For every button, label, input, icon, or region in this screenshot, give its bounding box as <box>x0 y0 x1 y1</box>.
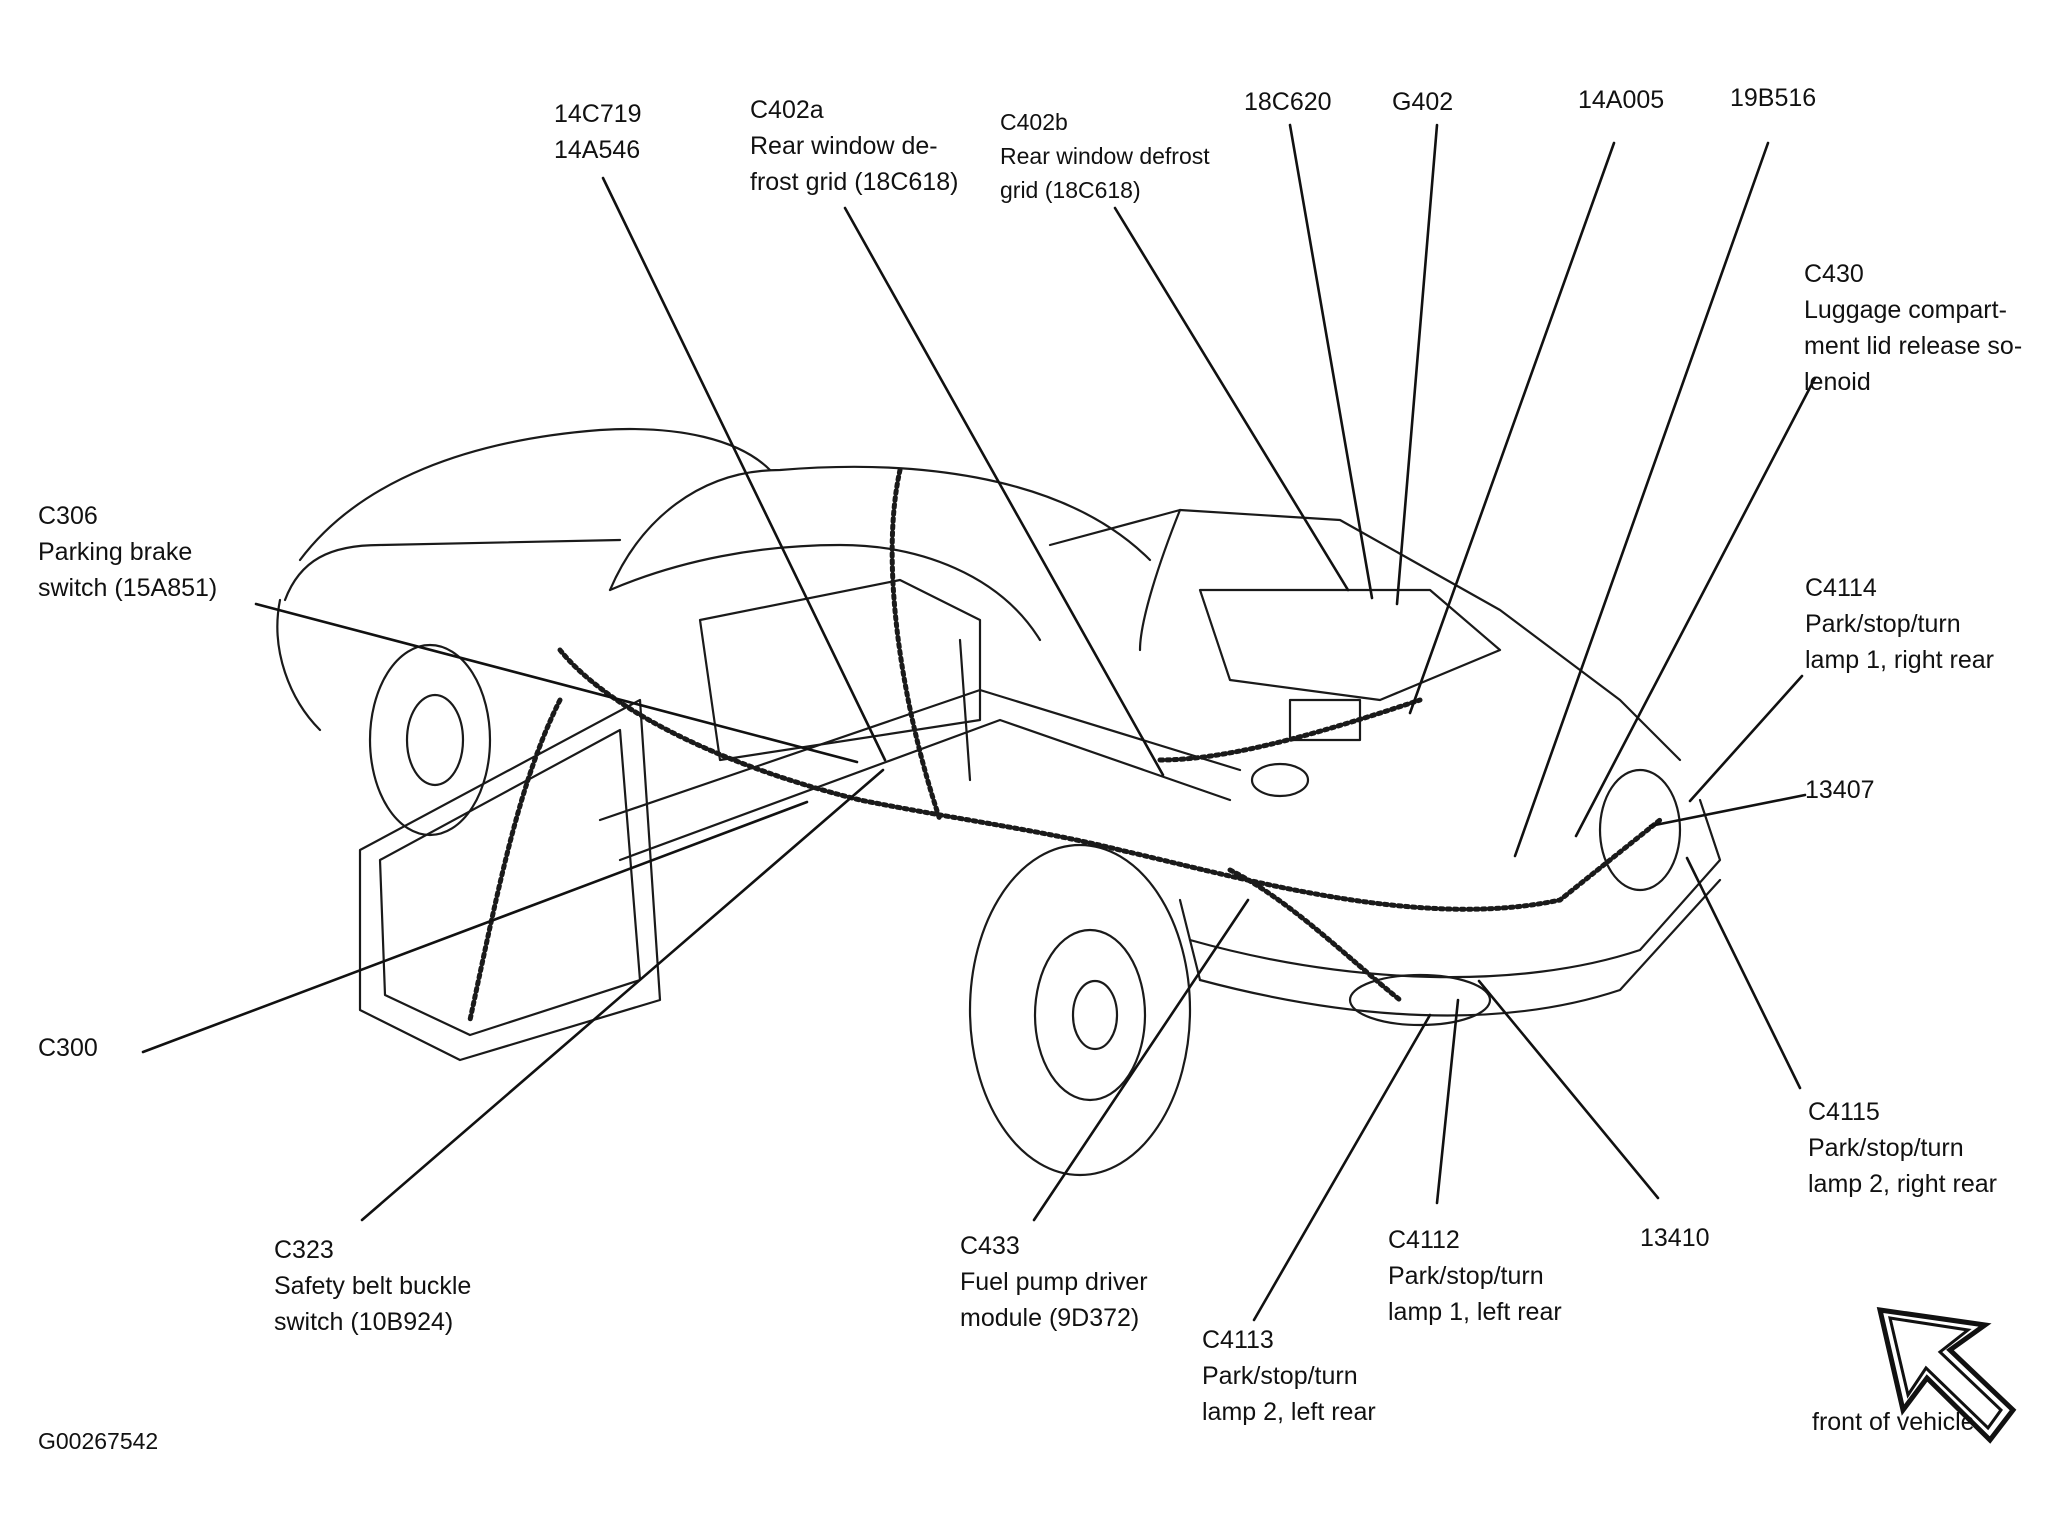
callout-c430: C430 Luggage compart- ment lid release s… <box>1804 256 2022 400</box>
callout-14a005: 14A005 <box>1578 82 1664 118</box>
callout-code: 19B516 <box>1730 84 1817 112</box>
callout-description: Park/stop/turn lamp 1, right rear <box>1805 610 1994 674</box>
callout-description: Rear window de- frost grid (18C618) <box>750 132 959 196</box>
callout-code: C4112 <box>1388 1226 1460 1254</box>
leader-18c620 <box>1288 123 1374 600</box>
arrow-up-left-icon <box>1876 1307 2017 1444</box>
front-of-vehicle-caption: front of vehicle <box>1812 1408 1975 1436</box>
callout-code: 18C620 <box>1244 88 1332 116</box>
callout-code: 14C719 14A546 <box>554 100 642 164</box>
callout-c402a: C402a Rear window de- frost grid (18C618… <box>750 92 958 200</box>
callout-description: Safety belt buckle switch (10B924) <box>274 1272 472 1336</box>
callout-c4115: C4115 Park/stop/turn lamp 2, right rear <box>1808 1094 1997 1202</box>
callout-c300: C300 <box>38 1030 98 1066</box>
leader-13410 <box>1477 979 1660 1200</box>
callout-c433: C433 Fuel pump driver module (9D372) <box>960 1228 1148 1336</box>
leader-14c719 <box>601 176 887 762</box>
leader-13407 <box>1648 793 1807 828</box>
harness-main <box>557 647 1663 912</box>
leader-c402b <box>1113 206 1350 592</box>
rear-bumper <box>1198 878 1722 1017</box>
callout-c4113: C4113 Park/stop/turn lamp 2, left rear <box>1202 1322 1376 1430</box>
callout-code: C4114 <box>1805 574 1877 602</box>
callout-description: Luggage compart- ment lid release so- le… <box>1804 296 2023 396</box>
harness-rear <box>1227 867 1403 1003</box>
callout-description: Park/stop/turn lamp 1, left rear <box>1388 1262 1562 1326</box>
callout-c4112: C4112 Park/stop/turn lamp 1, left rear <box>1388 1222 1562 1330</box>
callout-description: Fuel pump driver module (9D372) <box>960 1268 1148 1332</box>
open-door <box>358 698 662 1062</box>
callout-code: 13410 <box>1640 1224 1710 1252</box>
harness-pillar <box>889 467 943 823</box>
figure-id: G00267542 <box>38 1428 159 1454</box>
callout-code: C430 <box>1804 260 1864 288</box>
leader-g402 <box>1395 123 1439 606</box>
leader-c323 <box>360 768 885 1222</box>
callout-code: C323 <box>274 1236 334 1264</box>
harness-trunk <box>1157 697 1423 763</box>
rear-seat <box>698 578 982 762</box>
callout-13410: 13410 <box>1640 1220 1710 1256</box>
callout-19b516: 19B516 <box>1730 80 1816 116</box>
callout-c402b: C402b Rear window defrost grid (18C618) <box>1000 105 1210 207</box>
leader-c402a <box>843 206 1165 777</box>
callout-18c620: 18C620 <box>1244 84 1332 120</box>
callout-code: 14A005 <box>1578 86 1665 114</box>
leader-c4112 <box>1435 998 1460 1205</box>
rear-wheel <box>968 843 1192 1177</box>
callout-description: Rear window defrost grid (18C618) <box>1000 143 1210 203</box>
leader-19b516 <box>1513 141 1770 858</box>
leader-14a005 <box>1408 141 1616 715</box>
leader-c306 <box>254 602 859 764</box>
callout-code: G402 <box>1392 88 1454 116</box>
front-fender <box>283 538 622 602</box>
leader-c300 <box>141 800 809 1054</box>
callout-code: C402b <box>1000 109 1068 135</box>
callout-c323: C323 Safety belt buckle switch (10B924) <box>274 1232 471 1340</box>
callout-code: C300 <box>38 1034 98 1062</box>
callout-g402: G402 <box>1392 84 1453 120</box>
callout-code: 13407 <box>1805 776 1875 804</box>
callout-14c719: 14C719 14A546 <box>554 96 642 168</box>
leader-c4115 <box>1685 856 1802 1090</box>
trunk-lid <box>1048 508 1682 762</box>
callout-description: Park/stop/turn lamp 2, right rear <box>1808 1134 1997 1198</box>
callout-13407: 13407 <box>1805 772 1875 808</box>
callout-code: C4113 <box>1202 1326 1274 1354</box>
front-wheel <box>368 643 492 837</box>
callout-description: Parking brake switch (15A851) <box>38 538 218 602</box>
hood-outline <box>298 427 772 562</box>
leader-c430 <box>1574 376 1817 838</box>
left-rear-lamp <box>1348 973 1492 1027</box>
callout-code: C433 <box>960 1232 1020 1260</box>
right-rear-lamp <box>1598 768 1682 892</box>
callout-description: Park/stop/turn lamp 2, left rear <box>1202 1362 1376 1426</box>
callout-code: C306 <box>38 502 98 530</box>
callout-code: C4115 <box>1808 1098 1880 1126</box>
body-side <box>618 718 1232 862</box>
roof-outline <box>608 465 1152 592</box>
callout-code: C402a <box>750 96 824 124</box>
leader-c4113 <box>1252 1013 1432 1322</box>
leader-c433 <box>1032 898 1250 1222</box>
callout-c4114: C4114 Park/stop/turn lamp 1, right rear <box>1805 570 1994 678</box>
harness-door <box>467 697 563 1023</box>
leader-c4114 <box>1688 674 1804 803</box>
callout-c306: C306 Parking brake switch (15A851) <box>38 498 217 606</box>
